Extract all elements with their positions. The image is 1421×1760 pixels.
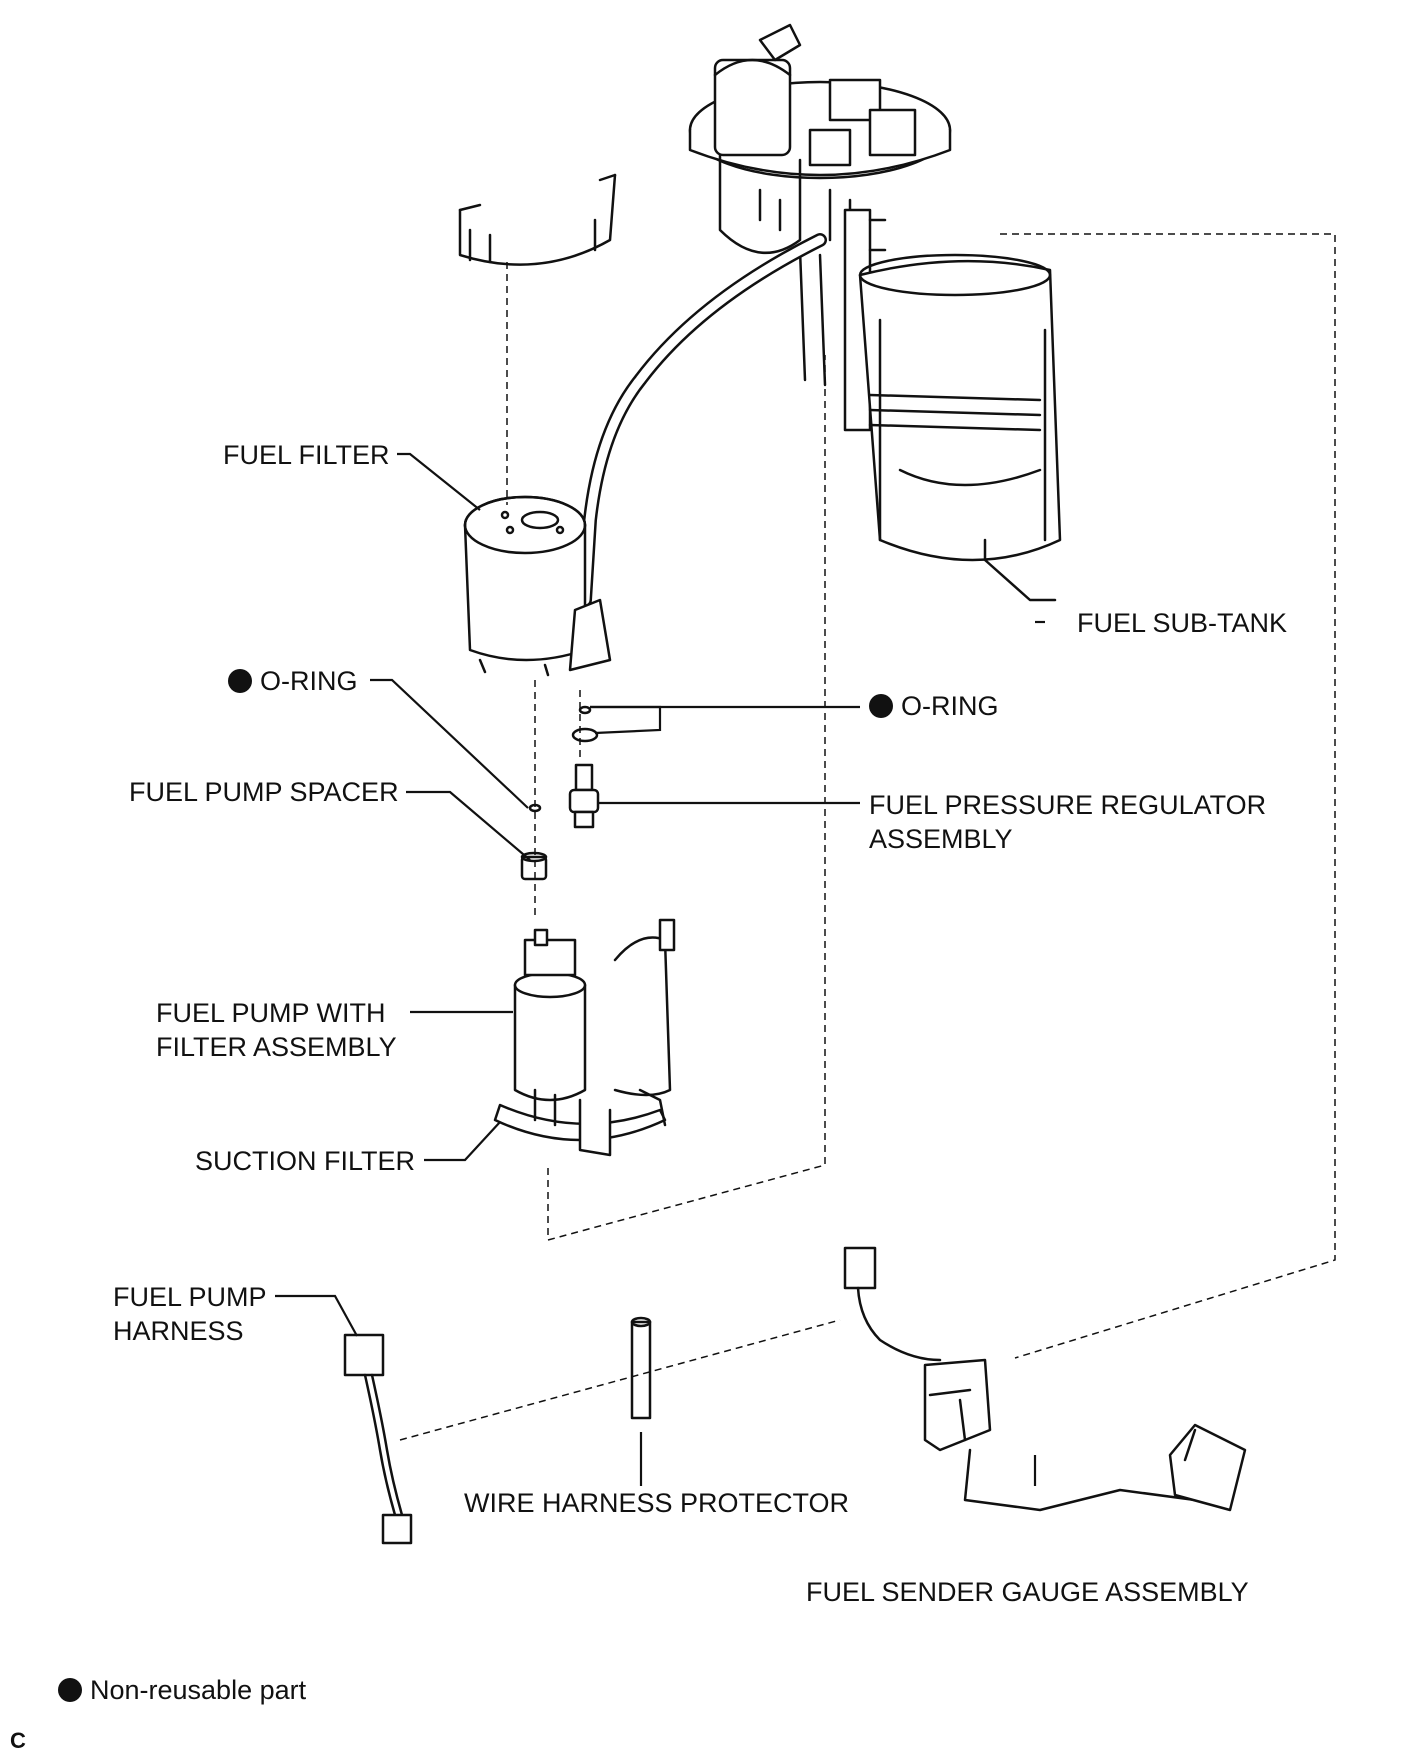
fuel-sender-gauge: [843, 1246, 1247, 1512]
fuel-sub-tank-text: FUEL SUB-TANK: [1077, 608, 1288, 638]
wire-harness-protector: [630, 1316, 652, 1420]
fuel-pressure-regulator: [568, 763, 600, 829]
fuel-pump-assembly: [493, 918, 676, 1157]
suction-filter-text: SUCTION FILTER: [195, 1146, 416, 1176]
label-fuel-sender-gauge-assembly: FUEL SENDER GAUGE ASSEMBLY: [806, 1575, 1249, 1609]
label-fuel-sub-tank: FUEL SUB-TANK: [1077, 606, 1287, 640]
corner-mark-text: C: [10, 1728, 26, 1753]
label-o-ring-right: O-RING: [869, 689, 999, 723]
label-wire-harness-protector: WIRE HARNESS PROTECTOR: [464, 1486, 849, 1520]
label-fuel-pump-with-filter: FUEL PUMP WITH FILTER ASSEMBLY: [156, 996, 397, 1064]
fuel-hose: [578, 233, 827, 607]
label-fuel-pump-harness: FUEL PUMP HARNESS: [113, 1280, 267, 1348]
wire-harness-protector-text: WIRE HARNESS PROTECTOR: [464, 1488, 850, 1518]
o-ring-left-text: O-RING: [260, 666, 358, 696]
fuel-pump-with-filter-text-line2: FILTER ASSEMBLY: [156, 1032, 397, 1062]
legend-non-reusable: Non-reusable part: [58, 1673, 306, 1707]
assembly-guide-lines: [399, 233, 1336, 1441]
o-ring-right-text: O-RING: [901, 691, 999, 721]
corner-mark: C: [10, 1728, 26, 1754]
fuel-filter-text: FUEL FILTER: [223, 440, 390, 470]
label-fuel-pump-spacer: FUEL PUMP SPACER: [129, 775, 399, 809]
legend-non-reusable-text: Non-reusable part: [90, 1675, 307, 1705]
fuel-pump-harness: [343, 1333, 413, 1545]
fuel-pressure-regulator-text-line2: ASSEMBLY: [869, 824, 1013, 854]
label-fuel-pressure-regulator: FUEL PRESSURE REGULATOR ASSEMBLY: [869, 788, 1266, 856]
label-suction-filter: SUCTION FILTER: [195, 1144, 415, 1178]
leader-lines: [275, 452, 1045, 1486]
fuel-pressure-regulator-text-line1: FUEL PRESSURE REGULATOR: [869, 790, 1267, 820]
label-o-ring-left: O-RING: [228, 664, 358, 698]
fuel-filter: [463, 495, 612, 677]
non-reusable-dot-icon: [869, 694, 893, 718]
fuel-pump-spacer: [520, 851, 548, 881]
fuel-sub-tank: [858, 253, 1062, 602]
fuel-pump-spacer-text: FUEL PUMP SPACER: [129, 777, 399, 807]
fuel-pump-harness-text-line2: HARNESS: [113, 1316, 244, 1346]
fuel-sender-gauge-assembly-text: FUEL SENDER GAUGE ASSEMBLY: [806, 1577, 1249, 1607]
fuel-pump-module-top: [688, 23, 952, 432]
non-reusable-dot-icon: [58, 1678, 82, 1702]
fuel-pump-with-filter-text-line1: FUEL PUMP WITH: [156, 998, 386, 1028]
label-fuel-filter: FUEL FILTER: [223, 438, 390, 472]
fuel-pump-harness-text-line1: FUEL PUMP: [113, 1282, 267, 1312]
fuel-filter-clip: [458, 173, 617, 266]
non-reusable-dot-icon: [228, 669, 252, 693]
o-rings-right: [571, 705, 599, 743]
